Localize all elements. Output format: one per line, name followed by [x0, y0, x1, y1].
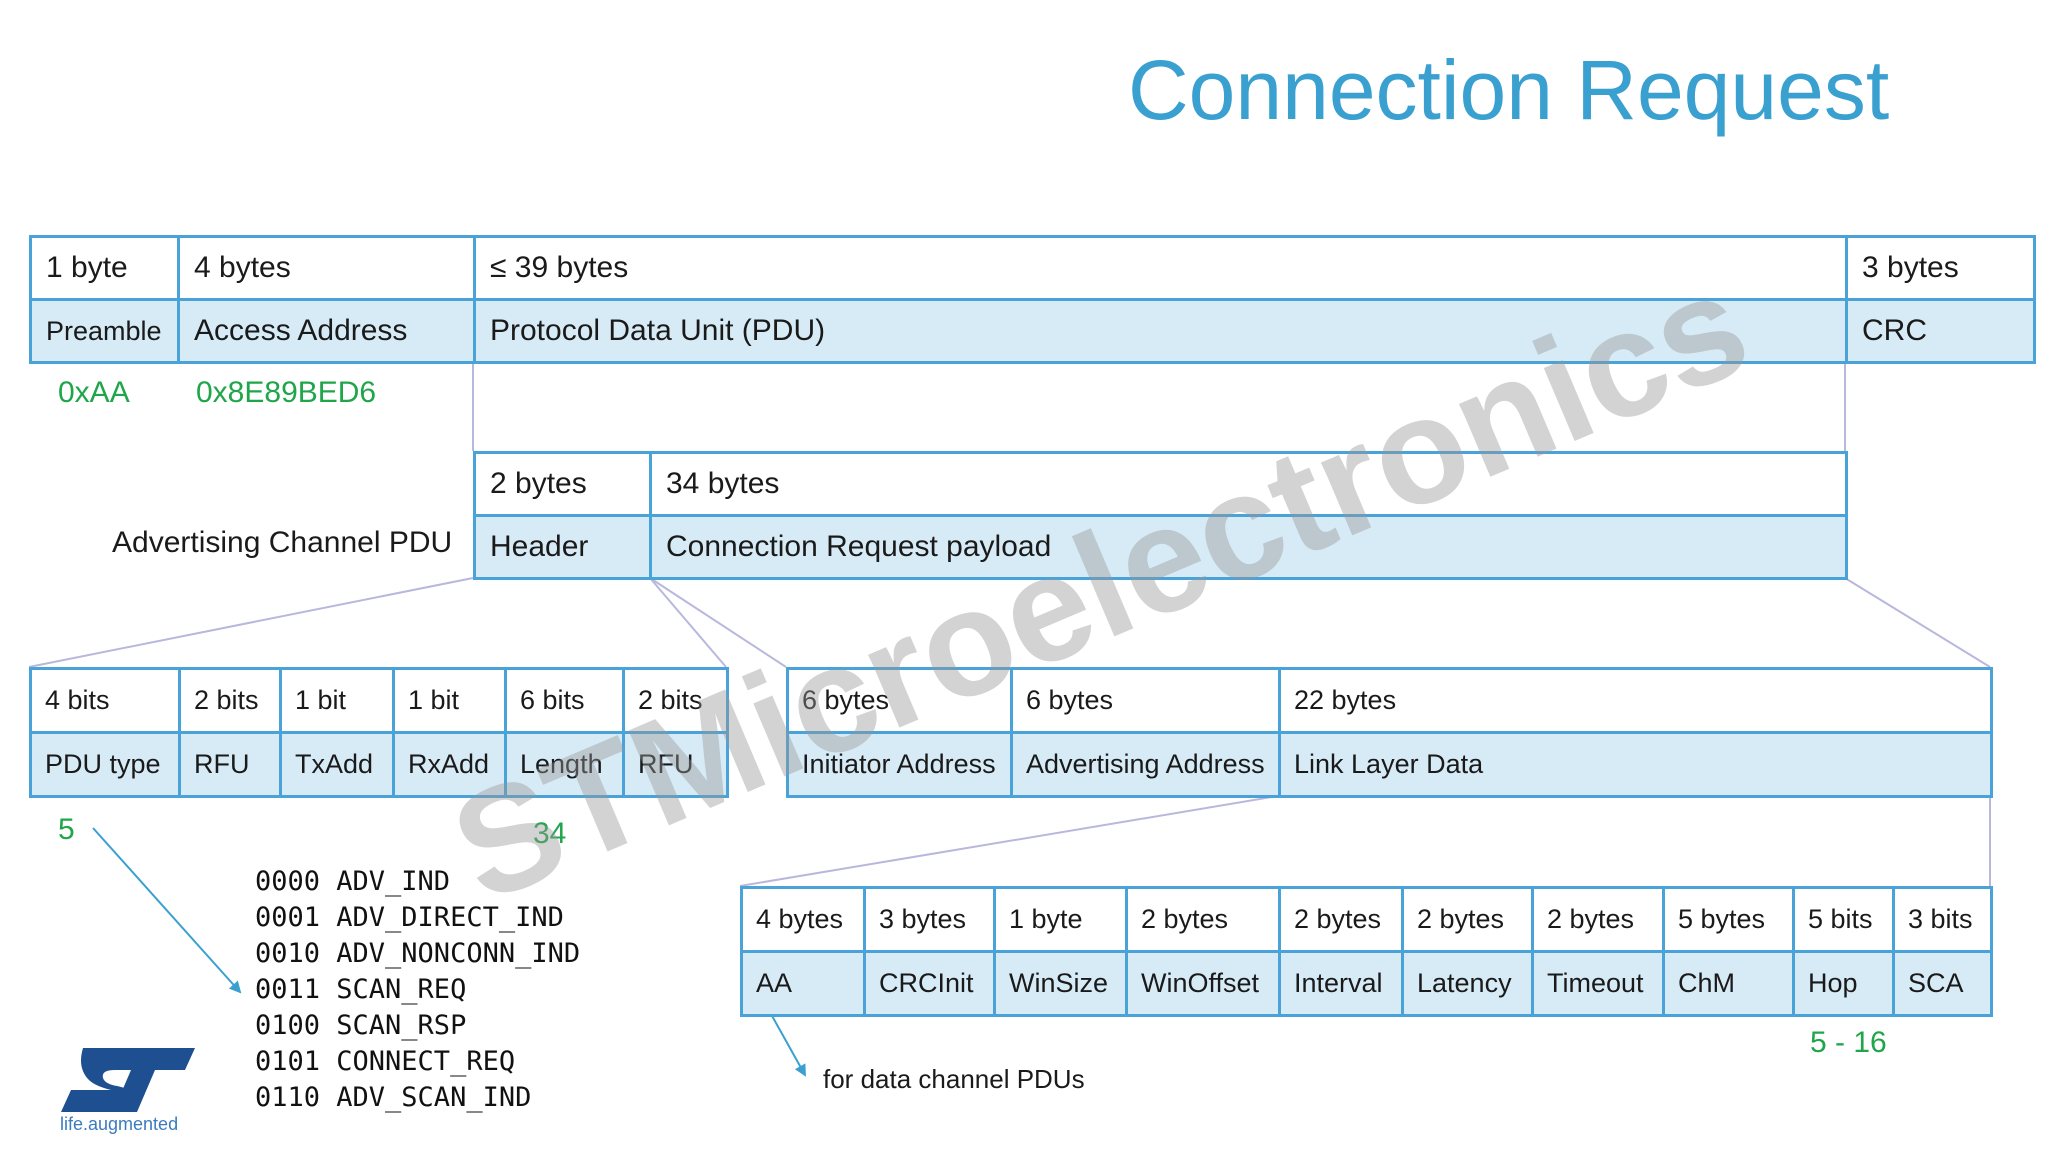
size-sca: 3 bits [1892, 886, 1993, 953]
access-address-value: 0x8E89BED6 [196, 376, 377, 409]
size-pdu-type: 4 bits [29, 667, 181, 734]
size-chm: 5 bytes [1662, 886, 1795, 953]
size-timeout: 2 bytes [1531, 886, 1665, 953]
field-latency: Latency [1401, 950, 1534, 1017]
pdu-type-item: 0011 SCAN_REQ [255, 974, 467, 1005]
size-hop: 5 bits [1792, 886, 1895, 953]
size-rfu-1: 2 bits [178, 667, 282, 734]
logo-tagline: life.augmented [60, 1114, 179, 1134]
field-txadd: TxAdd [279, 731, 395, 798]
pdu-type-item: 0000 ADV_IND [255, 866, 451, 897]
size-latency: 2 bytes [1401, 886, 1534, 953]
pdu-type-item: 0010 ADV_NONCONN_IND [255, 938, 581, 969]
length-value: 34 [533, 817, 567, 850]
field-initiator-address: Initiator Address [786, 731, 1013, 798]
size-crc: 3 bytes [1845, 235, 2036, 301]
field-crcinit: CRCInit [863, 950, 996, 1017]
size-winsize: 1 byte [993, 886, 1128, 953]
field-chm: ChM [1662, 950, 1795, 1017]
size-rxadd: 1 bit [392, 667, 507, 734]
packet-table: 1 byte 4 bytes ≤ 39 bytes 3 bytes Preamb… [29, 235, 2036, 364]
size-access-address: 4 bytes [177, 235, 476, 301]
size-interval: 2 bytes [1278, 886, 1404, 953]
field-crc: CRC [1845, 298, 2036, 364]
field-winoffset: WinOffset [1125, 950, 1281, 1017]
size-winoffset: 2 bytes [1125, 886, 1281, 953]
st-logo-icon [61, 1048, 195, 1112]
size-header: 2 bytes [473, 451, 652, 517]
preamble-value: 0xAA [58, 376, 130, 409]
field-length: Length [504, 731, 625, 798]
size-crcinit: 3 bytes [863, 886, 996, 953]
size-link-layer-data: 22 bytes [1278, 667, 1993, 734]
hop-value: 5 - 16 [1810, 1026, 1887, 1059]
header-table: 4 bits 2 bits 1 bit 1 bit 6 bits 2 bits … [29, 667, 729, 798]
field-link-layer-data: Link Layer Data [1278, 731, 1993, 798]
adv-pdu-label: Advertising Channel PDU [112, 526, 453, 559]
pdu-type-value: 5 [58, 813, 75, 846]
field-rfu-2: RFU [622, 731, 729, 798]
size-pdu: ≤ 39 bytes [473, 235, 1848, 301]
pdu-type-item: 0101 CONNECT_REQ [255, 1046, 516, 1077]
field-rxadd: RxAdd [392, 731, 507, 798]
field-header: Header [473, 514, 652, 580]
size-initiator-address: 6 bytes [786, 667, 1013, 734]
pdu-type-list: 0000 ADV_IND 0001 ADV_DIRECT_IND 0010 AD… [255, 864, 580, 1116]
size-txadd: 1 bit [279, 667, 395, 734]
field-pdu-type: PDU type [29, 731, 181, 798]
size-advertising-address: 6 bytes [1010, 667, 1281, 734]
size-aa: 4 bytes [740, 886, 866, 953]
field-sca: SCA [1892, 950, 1993, 1017]
adv-pdu-table: 2 bytes 34 bytes Header Connection Reque… [473, 451, 1848, 580]
pdu-type-item: 0100 SCAN_RSP [255, 1010, 467, 1041]
slide-title: Connection Request [1128, 43, 1890, 137]
field-interval: Interval [1278, 950, 1404, 1017]
field-payload: Connection Request payload [649, 514, 1848, 580]
field-access-address: Access Address [177, 298, 476, 364]
size-length: 6 bits [504, 667, 625, 734]
field-aa: AA [740, 950, 866, 1017]
size-rfu-2: 2 bits [622, 667, 729, 734]
pdu-type-item: 0110 ADV_SCAN_IND [255, 1082, 532, 1113]
size-preamble: 1 byte [29, 235, 180, 301]
pdu-type-item: 0001 ADV_DIRECT_IND [255, 902, 564, 933]
field-preamble: Preamble [29, 298, 180, 364]
field-hop: Hop [1792, 950, 1895, 1017]
aa-note: for data channel PDUs [823, 1064, 1085, 1094]
field-advertising-address: Advertising Address [1010, 731, 1281, 798]
field-rfu-1: RFU [178, 731, 282, 798]
field-winsize: WinSize [993, 950, 1128, 1017]
field-timeout: Timeout [1531, 950, 1665, 1017]
size-payload: 34 bytes [649, 451, 1848, 517]
field-pdu: Protocol Data Unit (PDU) [473, 298, 1848, 364]
payload-table: 6 bytes 6 bytes 22 bytes Initiator Addre… [786, 667, 1993, 798]
lldata-table: 4 bytes 3 bytes 1 byte 2 bytes 2 bytes 2… [740, 886, 1993, 1017]
